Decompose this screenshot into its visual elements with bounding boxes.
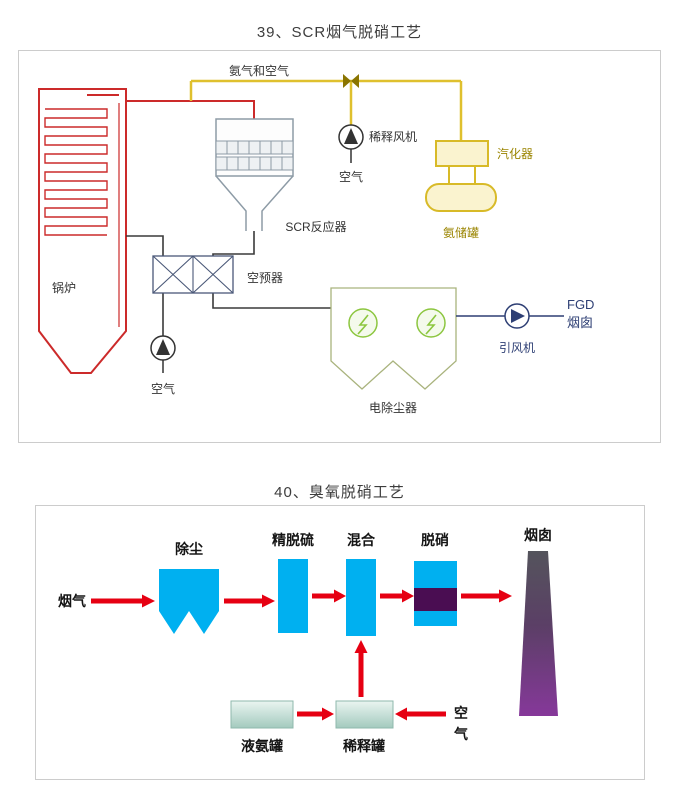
boiler-outline [38, 88, 127, 374]
ammonia-tank-label: 氨储罐 [443, 225, 479, 240]
flue-scr-to-preheater [212, 231, 255, 256]
fgd-stack-label: 烟囱 [567, 315, 593, 330]
fine-desulfurization-label: 精脱硫 [272, 532, 314, 548]
ammonia-air-label: 氨气和空气 [229, 63, 289, 78]
flue-air-lines: 空气 [126, 231, 331, 396]
mixing-label: 混合 [347, 532, 376, 548]
lightning-icon [425, 314, 437, 335]
dilution-air-label: 空气 [339, 169, 363, 184]
ozone-diagram-svg: 烟气 [58, 527, 558, 754]
valve-icon [343, 74, 351, 88]
preheater-label: 空预器 [247, 271, 283, 285]
esp-body [330, 287, 457, 390]
scr-diagram-svg: 锅炉 氨气和空气 稀释风机 空气 汽化器 [38, 63, 594, 415]
flue-duct-boiler-to-scr [126, 100, 255, 119]
arrow-head-icon [262, 594, 275, 608]
arrow-head-icon [322, 707, 334, 721]
air-preheater-to-boiler [126, 235, 164, 256]
air-fan-blade-icon [156, 339, 170, 355]
lightning-icon [357, 314, 369, 335]
scr-reactor: SCR反应器 [215, 118, 347, 234]
flue-gas-label: 烟气 [58, 593, 86, 609]
tanks: 液氨罐 稀释罐 [230, 700, 394, 754]
scr-catalyst-cells [226, 141, 283, 170]
id-fan-fgd: 引风机 FGD 烟囱 [456, 297, 594, 355]
boiler-coil [44, 108, 108, 236]
esp-field-icon [416, 308, 446, 338]
ozone-diagram-panel: 烟气 [35, 505, 645, 780]
liquid-ammonia-tank-label: 液氨罐 [241, 738, 283, 754]
air-label-char1: 空 [454, 705, 468, 721]
denitration-unit-bottom [414, 611, 457, 626]
boiler: 锅炉 [38, 88, 127, 374]
scr-hopper [215, 175, 294, 231]
vaporizer-tank-pipes [448, 166, 476, 184]
section2-title: 40、臭氧脱硝工艺 [274, 484, 405, 501]
air-preheater: 空预器 [152, 255, 283, 294]
arrow-head-icon [334, 589, 346, 603]
arrow-head-icon [354, 640, 368, 653]
denitration-unit-top [414, 561, 457, 588]
vaporizer-box [435, 140, 489, 167]
dust-removal-label: 除尘 [175, 541, 203, 557]
combustion-air-label: 空气 [151, 381, 175, 396]
vaporizer-label: 汽化器 [497, 146, 533, 161]
dilution-fan-label: 稀释风机 [369, 130, 417, 144]
liquid-ammonia-tank [230, 700, 294, 729]
flue-preheater-to-esp [212, 293, 331, 309]
ammonia-air-system: 氨气和空气 稀释风机 空气 汽化器 氨储罐 [189, 63, 533, 240]
chimney-shape [519, 551, 558, 716]
fine-desulfurization-unit [278, 559, 308, 633]
valve-icon [351, 74, 359, 88]
scr-catalyst-layer [215, 156, 294, 171]
id-fan-blade-icon [511, 309, 525, 323]
boiler-label: 锅炉 [52, 280, 76, 295]
dilution-tank-label: 稀释罐 [343, 738, 385, 754]
air-label-char2: 气 [453, 726, 468, 742]
id-fan-label: 引风机 [499, 341, 535, 355]
arrow-head-icon [499, 589, 512, 603]
ammonia-tank-vessel [425, 183, 497, 212]
mixing-unit [346, 559, 376, 636]
denitration-unit-core [414, 588, 457, 611]
air-label: 空 气 [453, 705, 468, 742]
dilution-tank [335, 700, 394, 729]
flow-arrows [91, 589, 512, 721]
process-units: 除尘 精脱硫 混合 脱硝 烟囱 [159, 527, 558, 716]
preheater-cross-pattern [152, 255, 234, 294]
arrow-head-icon [402, 589, 414, 603]
scr-catalyst-layer [215, 140, 294, 155]
fgd-label: FGD [567, 297, 594, 312]
esp-field-icon [348, 308, 378, 338]
arrow-head-icon [395, 707, 407, 721]
dilution-fan-blade-icon [344, 128, 358, 144]
denitration-label: 脱硝 [421, 532, 449, 548]
dust-removal-unit [159, 569, 219, 634]
chimney-label: 烟囱 [524, 527, 552, 543]
arrow-head-icon [142, 594, 155, 608]
scr-diagram-panel: 锅炉 氨气和空气 稀释风机 空气 汽化器 [18, 50, 661, 443]
section1-title: 39、SCR烟气脱硝工艺 [256, 24, 423, 41]
esp: 电除尘器 [330, 287, 457, 415]
esp-label: 电除尘器 [369, 400, 417, 415]
scr-reactor-label: SCR反应器 [285, 219, 346, 234]
